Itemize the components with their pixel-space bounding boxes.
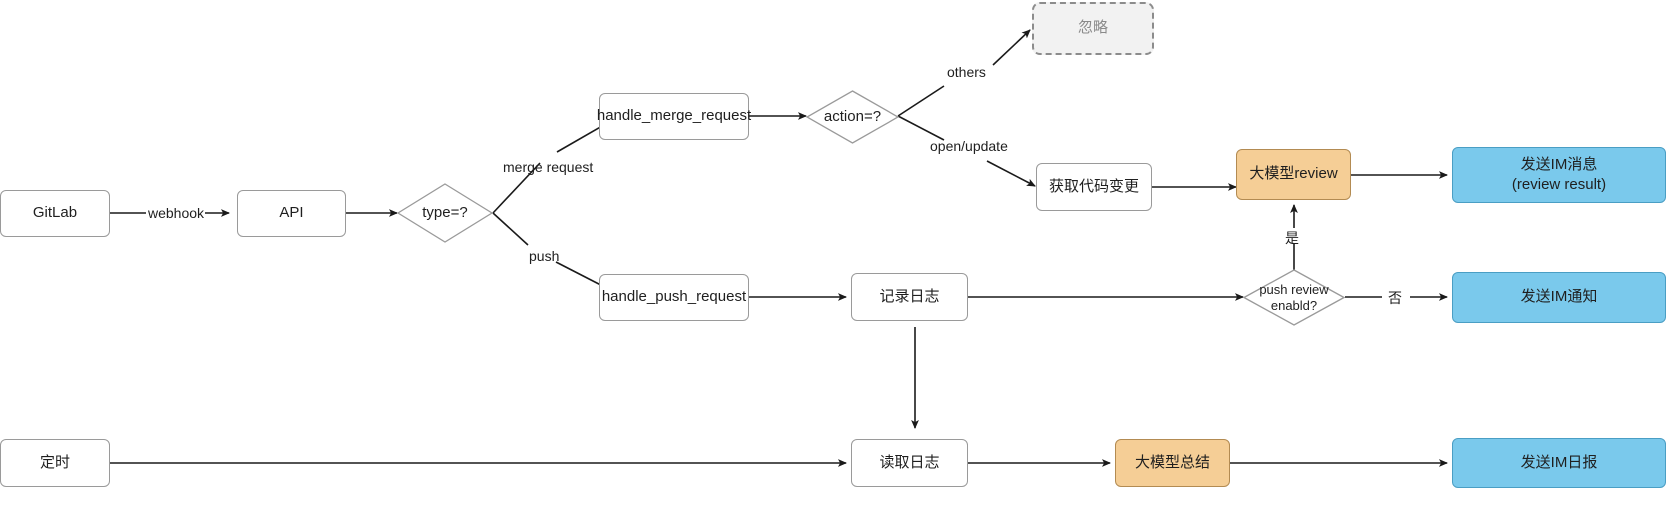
- node-schedule[interactable]: 定时: [0, 439, 110, 487]
- node-handle-push-request[interactable]: handle_push_request: [599, 274, 749, 321]
- node-api-label: API: [279, 204, 304, 222]
- node-ignore-label: 忽略: [1077, 19, 1108, 37]
- node-send-im-notice[interactable]: 发送IM通知: [1452, 272, 1666, 323]
- edge-label-webhook: webhook: [148, 205, 205, 221]
- node-send-im-notice-label: 发送IM通知: [1520, 288, 1598, 306]
- diamond-shape: [397, 183, 493, 243]
- diamond-shape: [806, 90, 899, 144]
- node-llm-summary[interactable]: 大模型总结: [1115, 439, 1230, 487]
- node-push-review-decision[interactable]: push review enabld?: [1243, 269, 1345, 326]
- node-llm-review[interactable]: 大模型review: [1236, 149, 1351, 200]
- node-handle-push-request-label: handle_push_request: [601, 288, 747, 306]
- node-gitlab-label: GitLab: [32, 204, 78, 222]
- node-action-decision[interactable]: action=?: [806, 90, 899, 144]
- edge-label-others: others: [947, 64, 986, 80]
- node-read-log-label: 读取日志: [879, 453, 940, 471]
- node-api[interactable]: API: [237, 190, 346, 237]
- node-schedule-label: 定时: [39, 453, 70, 471]
- node-llm-summary-label: 大模型总结: [1134, 453, 1210, 471]
- node-fetch-code-change[interactable]: 获取代码变更: [1036, 163, 1152, 211]
- node-type-decision[interactable]: type=?: [397, 183, 493, 243]
- node-type-decision-label: type=?: [422, 204, 468, 221]
- node-gitlab[interactable]: GitLab: [0, 190, 110, 237]
- node-read-log[interactable]: 读取日志: [851, 439, 968, 487]
- node-send-im-message[interactable]: 发送IM消息 (review result): [1452, 147, 1666, 203]
- node-ignore[interactable]: 忽略: [1032, 2, 1154, 55]
- node-send-im-daily-label: 发送IM日报: [1520, 453, 1598, 471]
- node-record-log-label: 记录日志: [879, 287, 940, 305]
- edge-label-merge-request: merge request: [503, 159, 594, 175]
- edge-label-yes: 是: [1285, 230, 1299, 246]
- edge-label-no: 否: [1388, 290, 1402, 306]
- node-action-decision-label: action=?: [823, 108, 882, 125]
- node-handle-merge-request[interactable]: handle_merge_request: [596, 93, 752, 140]
- node-record-log[interactable]: 记录日志: [851, 273, 968, 321]
- node-fetch-code-change-label: 获取代码变更: [1048, 177, 1139, 195]
- node-push-review-decision-label: push review enabld?: [1259, 281, 1329, 313]
- node-handle-merge-request-label: handle_merge_request: [596, 107, 752, 125]
- edge-label-open-update: open/update: [930, 138, 1008, 154]
- node-send-im-message-label: 发送IM消息 (review result): [1511, 155, 1607, 193]
- edge-label-push: push: [529, 248, 560, 264]
- diamond-shape: [1243, 269, 1345, 326]
- node-send-im-daily[interactable]: 发送IM日报: [1452, 438, 1666, 488]
- node-llm-review-label: 大模型review: [1249, 165, 1338, 183]
